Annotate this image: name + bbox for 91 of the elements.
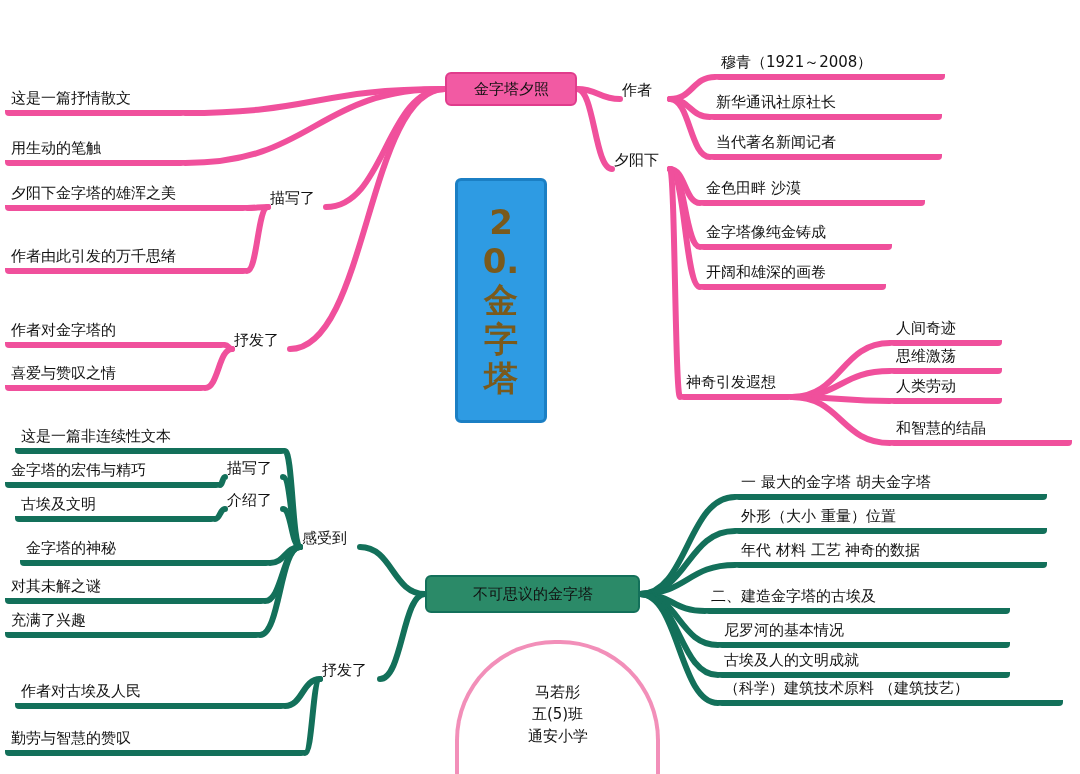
topic-text: 人间奇迹 — [896, 319, 956, 337]
topic-text: （科学）建筑技术原料 （建筑技艺） — [724, 679, 969, 697]
topic-text: 金字塔像纯金铸成 — [706, 223, 826, 241]
branch-line — [890, 318, 1002, 346]
branch-line — [890, 346, 1002, 374]
topic-text: 用生动的笔触 — [11, 139, 101, 157]
branch-label: 作者 — [622, 81, 652, 99]
branch-line — [15, 494, 215, 522]
topic-text: 外形（大小 重量）位置 — [741, 507, 896, 525]
branch-line — [710, 92, 942, 120]
branch-line — [705, 586, 1010, 614]
branch-label: 感受到 — [302, 529, 347, 547]
branch-line — [718, 620, 1010, 648]
topic-text: 不可思议的金字塔 — [472, 584, 593, 604]
branch-line — [735, 506, 1047, 534]
topic-text: 穆青（1921～2008） — [721, 53, 873, 71]
name-text: 五(5)班 — [531, 704, 584, 725]
branch-connector — [257, 544, 303, 638]
branch-label: 描写了 — [270, 189, 315, 207]
topic-text: 喜爱与赞叹之情 — [11, 364, 116, 382]
topic-text: 20.金字塔 — [482, 202, 520, 399]
branch-line — [735, 472, 1047, 500]
name-text: 马若彤 — [535, 682, 580, 703]
topic-text: 作者由此引发的万千思绪 — [11, 247, 176, 265]
branch-line — [5, 363, 205, 391]
topic-text: 金色田畔 沙漠 — [706, 179, 801, 197]
branch-connector — [667, 96, 713, 160]
branch-label: 夕阳下 — [614, 151, 659, 169]
branch-line — [5, 183, 247, 211]
branch-line — [5, 728, 305, 756]
branch-line — [680, 372, 792, 400]
branch-line — [15, 426, 285, 454]
topic-text: 人类劳动 — [896, 377, 956, 395]
branch-line — [5, 320, 225, 348]
topic-text: 年代 材料 工艺 神奇的数据 — [741, 541, 921, 559]
branch-line — [710, 132, 942, 160]
topic-text: 作者对金字塔的 — [11, 321, 116, 339]
topic-text: 当代著名新闻记者 — [716, 133, 836, 151]
branch-line — [715, 52, 945, 80]
branch-line — [890, 418, 1072, 446]
branch-line — [718, 678, 1063, 706]
topic-text: 勤劳与智慧的赞叹 — [11, 729, 131, 747]
branch-line — [5, 576, 265, 604]
topic-text: 金字塔的神秘 — [26, 539, 116, 557]
branch-label: 描写了 — [227, 459, 272, 477]
topic-text: 和智慧的结晶 — [896, 419, 986, 437]
branch-connector — [212, 506, 228, 522]
topic-text: 古埃及文明 — [21, 495, 96, 513]
topic-text: 金字塔的宏伟与精巧 — [11, 461, 146, 479]
branch-label: 介绍了 — [227, 491, 272, 509]
name-text: 通安小学 — [527, 726, 588, 747]
branch-line — [700, 178, 925, 206]
topic-text: 思维激荡 — [896, 347, 956, 365]
topic-text: 作者对古埃及人民 — [21, 682, 141, 700]
topic-text: 开阔和雄深的画卷 — [706, 263, 826, 281]
topic-text: 尼罗河的基本情况 — [724, 621, 844, 639]
branch-line — [700, 222, 892, 250]
branch-line — [735, 540, 1047, 568]
branch-connector — [244, 204, 271, 274]
branch-connector — [789, 394, 893, 446]
branch-line — [5, 88, 185, 116]
arc-frame — [455, 640, 660, 774]
topic-box — [425, 575, 640, 613]
branch-line — [890, 376, 1002, 404]
topic-text: 新华通讯社原社长 — [716, 93, 836, 111]
branch-connector — [217, 474, 228, 488]
topic-text: 这是一篇抒情散文 — [11, 89, 131, 107]
central-topic-box — [455, 178, 547, 423]
branch-line — [15, 681, 285, 709]
branch-line — [5, 246, 247, 274]
topic-text: 夕阳下金字塔的雄浑之美 — [11, 184, 176, 202]
branch-label: 抒发了 — [322, 661, 367, 679]
topic-text: 二、建造金字塔的古埃及 — [711, 587, 876, 605]
branch-line — [5, 138, 185, 166]
topic-text: 这是一篇非连续性文本 — [21, 427, 171, 445]
topic-text: 古埃及人的文明成就 — [724, 651, 859, 669]
branch-connector — [302, 676, 323, 756]
topic-text: 对其未解之谜 — [11, 577, 101, 595]
branch-line — [5, 610, 260, 638]
topic-text: 充满了兴趣 — [11, 611, 86, 629]
branch-line — [718, 650, 1010, 678]
topic-text: 神奇引发遐想 — [686, 373, 776, 391]
branch-line — [5, 460, 220, 488]
branch-line — [20, 538, 270, 566]
topic-text: 一 最大的金字塔 胡夫金字塔 — [741, 473, 931, 491]
topic-text: 金字塔夕照 — [473, 79, 549, 99]
branch-connector — [667, 166, 683, 400]
topic-box — [445, 72, 577, 106]
branch-connector — [202, 346, 235, 391]
branch-label: 抒发了 — [234, 331, 279, 349]
branch-line — [700, 262, 886, 290]
